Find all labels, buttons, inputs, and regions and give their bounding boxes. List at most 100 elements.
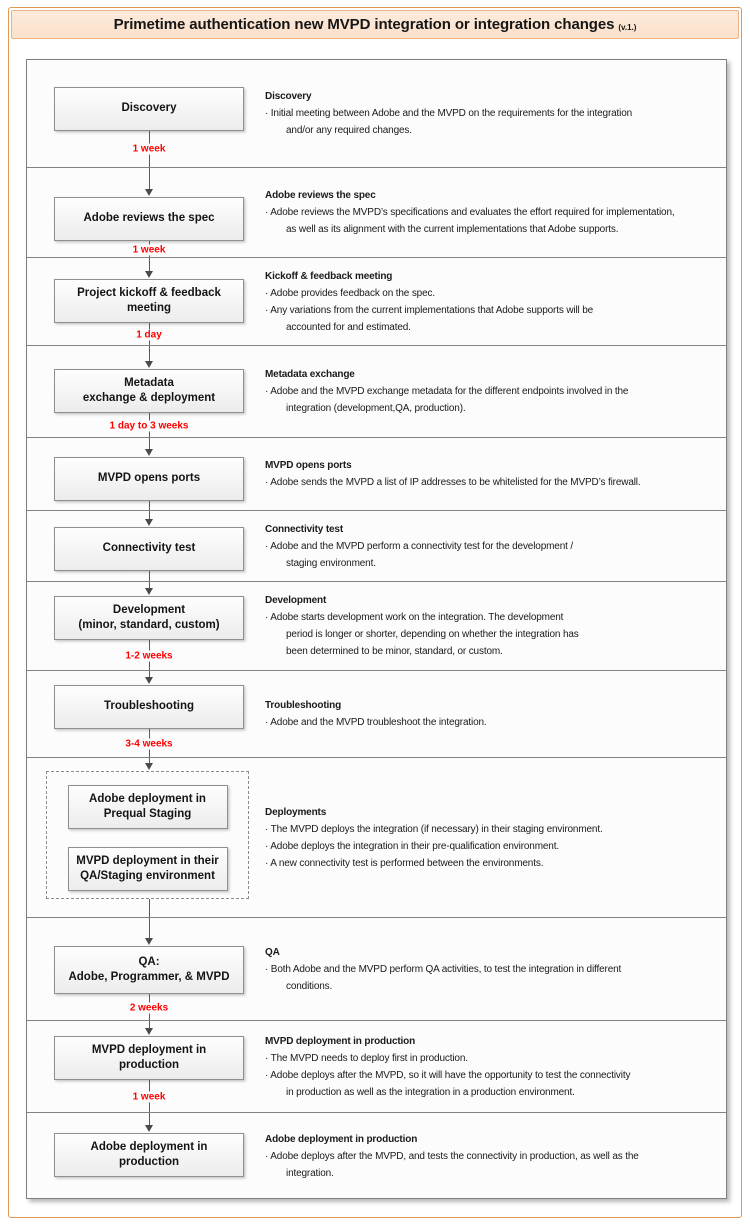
- description-line: · Initial meeting between Adobe and the …: [265, 108, 633, 119]
- flow-step-qa: QA: Adobe, Programmer, & MVPD: [54, 946, 244, 994]
- description-line: · Any variations from the current implem…: [265, 304, 594, 316]
- description-line: · Adobe and the MVPD troubleshoot the in…: [265, 717, 487, 728]
- flow-step-development: Development (minor, standard, custom): [54, 596, 244, 640]
- flow-step-label-line: MVPD deployment in their: [76, 854, 219, 867]
- description-line: · Adobe starts development work on the i…: [265, 612, 564, 623]
- arrow-down-icon: [145, 938, 153, 945]
- duration-label: 1 week: [128, 244, 170, 255]
- step-description-lines: · The MVPD needs to deploy first in prod…: [265, 1050, 718, 1101]
- outer-frame: Primetime authentication new MVPD integr…: [8, 7, 742, 1218]
- connector-line: [149, 438, 150, 451]
- flow-section-open-ports: MVPD opens ports MVPD opens ports · Adob…: [27, 437, 726, 511]
- connector-line: [149, 758, 150, 765]
- arrow-down-icon: [145, 677, 153, 684]
- flow-step-label-line: Connectivity test: [102, 542, 196, 555]
- flow-section-spec-review: Adobe reviews the spec 1 week Adobe revie…: [27, 167, 726, 258]
- description-line: integration.: [286, 1168, 334, 1179]
- description-line: period is longer or shorter, depending o…: [286, 629, 579, 640]
- step-description-lines: · The MVPD deploys the integration (if n…: [265, 821, 718, 872]
- description-line: · Both Adobe and the MVPD perform QA act…: [265, 963, 622, 975]
- step-description: MVPD opens ports · Adobe sends the MVPD …: [265, 451, 726, 497]
- step-description-title: Kickoff & feedback meeting: [265, 270, 393, 282]
- arrow-down-icon: [145, 588, 153, 595]
- step-description-lines: · Adobe provides feedback on the spec. · …: [265, 285, 718, 336]
- flow-step-label-line: Development: [112, 603, 186, 616]
- step-description: Development · Adobe starts development w…: [265, 586, 726, 666]
- flow-step-label: Adobe reviews the spec: [83, 211, 214, 226]
- step-description-lines: · Adobe and the MVPD exchange metadata f…: [265, 383, 718, 417]
- step-description-lines: · Adobe and the MVPD troubleshoot the in…: [265, 714, 718, 731]
- flow-step-label: QA: Adobe, Programmer, & MVPD: [68, 955, 229, 985]
- description-line: been determined to be minor, standard, o…: [286, 646, 503, 657]
- flow-step-label: Troubleshooting: [104, 699, 194, 714]
- step-description: QA · Both Adobe and the MVPD perform QA …: [265, 938, 726, 1001]
- flow-step-label-line: (minor, standard, custom): [78, 619, 220, 631]
- flow-step-label-line: Project kickoff & feedback: [77, 286, 221, 299]
- flow-step-discovery: Discovery: [54, 87, 244, 131]
- step-description: Troubleshooting · Adobe and the MVPD tro…: [265, 691, 726, 737]
- connector-line: [149, 258, 150, 273]
- connector-line: [149, 511, 150, 521]
- description-line: · Adobe deploys the integration in their…: [265, 840, 559, 852]
- flow-step-mvpd-production: MVPD deployment in production: [54, 1036, 244, 1080]
- description-line: · Adobe provides feedback on the spec.: [265, 287, 435, 299]
- step-description-lines: · Adobe sends the MVPD a list of IP addr…: [265, 474, 718, 491]
- flow-step-label-line: MVPD deployment in production: [91, 1043, 207, 1071]
- arrow-down-icon: [145, 1125, 153, 1132]
- flow-step-connectivity-test: Connectivity test: [54, 527, 244, 571]
- description-line: · Adobe and the MVPD exchange metadata f…: [265, 386, 629, 397]
- flow-step-open-ports: MVPD opens ports: [54, 457, 244, 501]
- flow-section-adobe-production: Adobe deployment in production Adobe dep…: [27, 1112, 726, 1200]
- connector-line: [149, 501, 150, 511]
- arrow-down-icon: [145, 449, 153, 456]
- description-line: · Adobe reviews the MVPD’s specification…: [265, 207, 675, 218]
- flow-step-label: Connectivity test: [103, 541, 196, 556]
- flow-step-label: Development (minor, standard, custom): [78, 603, 219, 633]
- page-title-version: (v.1.): [618, 23, 637, 32]
- description-line: · Adobe sends the MVPD a list of IP addr…: [265, 477, 641, 488]
- arrow-down-icon: [145, 361, 153, 368]
- step-description: Adobe deployment in production · Adobe d…: [265, 1125, 726, 1188]
- arrow-down-icon: [145, 763, 153, 770]
- title-banner: Primetime authentication new MVPD integr…: [11, 10, 739, 39]
- flow-step-label-line: Adobe, Programmer, & MVPD: [68, 971, 230, 983]
- flow-step-kickoff: Project kickoff & feedback meeting: [54, 279, 244, 323]
- description-line: · A new connectivity test is performed b…: [265, 857, 544, 869]
- step-description: Connectivity test · Adobe and the MVPD p…: [265, 515, 726, 578]
- step-description-lines: · Adobe reviews the MVPD’s specification…: [265, 204, 718, 238]
- flow-step-adobe-production: Adobe deployment in production: [54, 1133, 244, 1177]
- description-line: · The MVPD deploys the integration (if n…: [265, 823, 603, 835]
- flow-step-label-line: MVPD opens ports: [97, 472, 201, 485]
- connector-line: [149, 571, 150, 582]
- description-line: and/or any required changes.: [286, 125, 412, 136]
- flow-section-development: Development(minor, standard, custom)1-2 …: [27, 581, 726, 671]
- step-description-title: Development: [265, 595, 327, 606]
- flow-step-label-line: Adobe reviews the spec: [83, 212, 215, 225]
- step-description-title: Adobe reviews the spec: [265, 190, 376, 201]
- arrow-down-icon: [145, 519, 153, 526]
- flow-step-label-line: QA:: [138, 955, 160, 968]
- step-description-title: Metadata exchange: [265, 369, 355, 380]
- step-description-title: Discovery: [265, 91, 312, 102]
- duration-label: 1 day to 3 weeks: [105, 420, 193, 431]
- description-line: accounted for and estimated.: [286, 321, 411, 333]
- flow-step-label: Discovery: [122, 101, 177, 116]
- flow-step-spec-review: Adobe reviews the spec: [54, 197, 244, 241]
- description-line: in production as well as the integration…: [286, 1086, 575, 1098]
- arrow-down-icon: [145, 1028, 153, 1035]
- page-title: Primetime authentication new MVPD integr…: [113, 16, 615, 33]
- flow-step-label-line: meeting: [126, 302, 172, 314]
